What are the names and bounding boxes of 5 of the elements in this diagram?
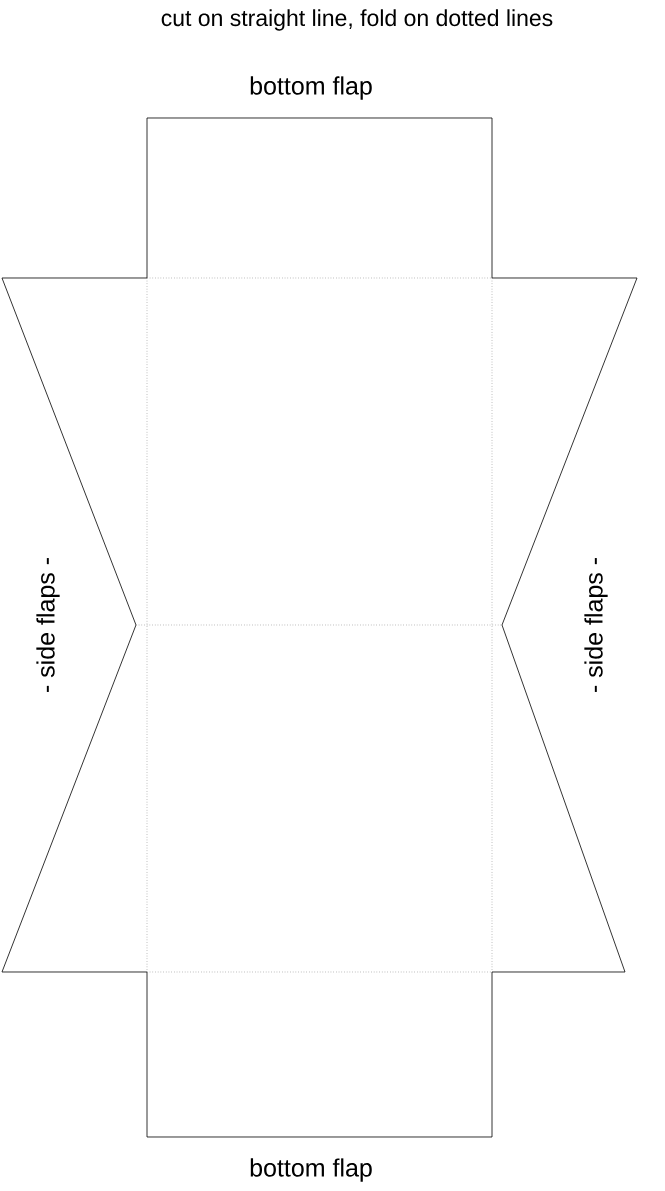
flap-label: - side flaps - [36, 558, 60, 692]
flap-label: bottom flap [250, 76, 372, 100]
instruction-title: cut on straight line, fold on dotted lines [161, 9, 553, 31]
flap-label: bottom flap [250, 1158, 372, 1182]
flap-label: - side flaps - [584, 558, 608, 692]
